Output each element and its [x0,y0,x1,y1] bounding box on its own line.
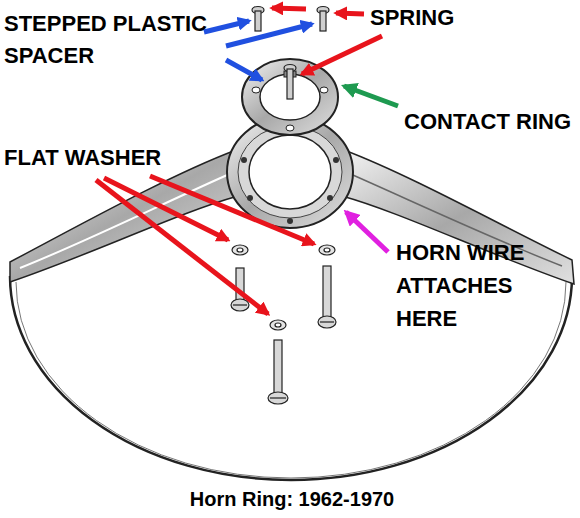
part-label: SPRING [370,4,570,32]
mounting-screw [231,266,336,404]
part-label: STEPPED PLASTIC SPACER [4,8,232,72]
spacer-screw [252,7,329,100]
flat-washer [232,245,335,330]
part-label: CONTACT RING [404,108,576,136]
figure-caption: Horn Ring: 1962-1970 [2,486,580,512]
contact-ring [242,59,338,135]
horn-ring-rim [10,276,572,480]
part-label: FLAT WASHER [4,144,204,172]
part-label: HORN WIRE ATTACHES HERE [396,236,556,335]
